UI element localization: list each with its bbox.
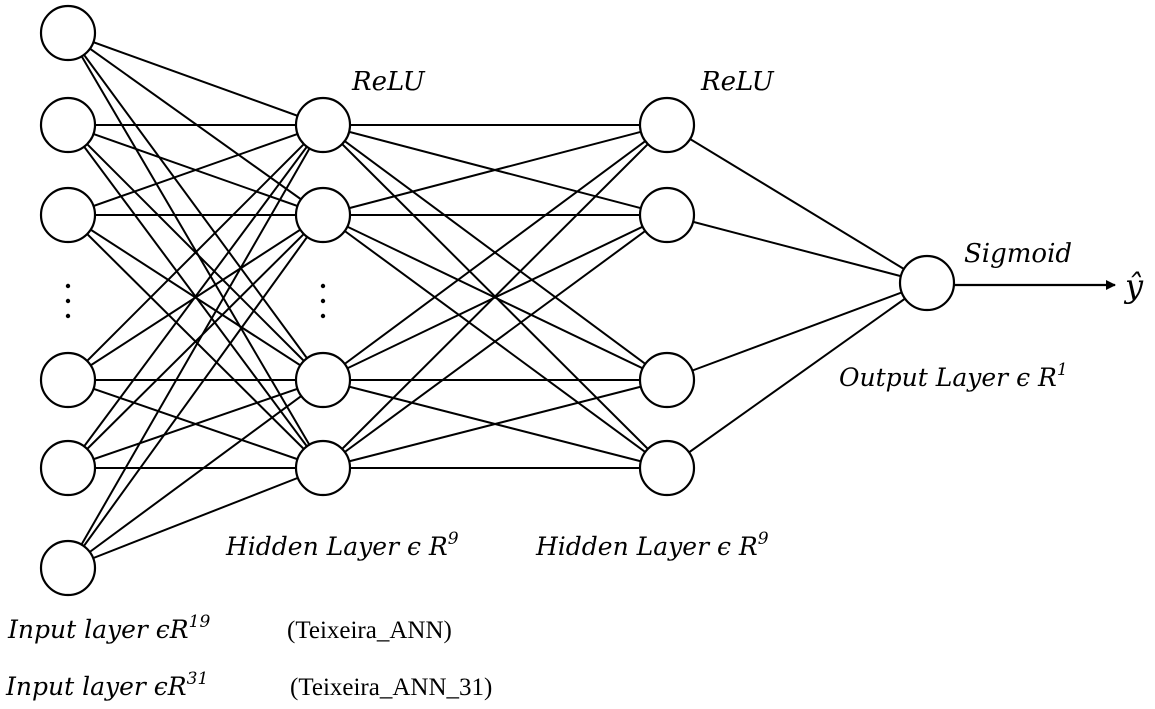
hidden2-activation-label: ReLU [700, 67, 775, 97]
hidden1-hidden2-connection [322, 214, 668, 469]
hidden2-output-connection [666, 282, 928, 469]
hidden1-hidden2-connection [322, 379, 668, 469]
output-activation-label: Sigmoid [964, 239, 1072, 269]
input-neuron-6 [39, 539, 97, 597]
input-neuron-5 [39, 439, 97, 497]
hidden-layer-ellipsis [320, 283, 326, 319]
hidden2-output-connection [666, 282, 928, 381]
input-neuron-2 [39, 96, 97, 154]
input-neuron-3 [39, 186, 97, 244]
input-hidden1-connection [67, 32, 324, 126]
hidden1-activation-label: ReLU [351, 67, 426, 97]
input-layer-ellipsis [65, 283, 71, 319]
neurons [39, 4, 956, 597]
hidden1-hidden2-connection [322, 124, 668, 381]
input-layer-label-31: Input layer ϵR31 [5, 669, 208, 701]
output-neuron-1 [898, 254, 956, 312]
hidden1-hidden2-connection [322, 124, 668, 469]
input-hidden1-connection [67, 379, 324, 569]
input-neuron-1 [39, 4, 97, 62]
hidden2-neuron-2 [638, 186, 696, 244]
hidden1-neuron-1 [294, 96, 352, 154]
input-layer-label-19: Input layer ϵR19 [7, 612, 210, 644]
input-hidden1-connection [67, 124, 324, 381]
output-layer-label: Output Layer ϵ R1 [839, 360, 1068, 392]
input-hidden1-connection [67, 214, 324, 469]
hidden2-output-connection [666, 214, 928, 284]
input-neuron-4 [39, 351, 97, 409]
hidden2-layer-label: Hidden Layer ϵ R9 [535, 529, 769, 561]
hidden1-hidden2-connection [322, 124, 668, 216]
input-hidden1-connection [67, 124, 324, 469]
model-name-teixeira-ann-31: (Teixeira_ANN_31) [290, 674, 492, 701]
hidden1-layer-label: Hidden Layer ϵ R9 [225, 529, 459, 561]
hidden1-neuron-3 [294, 351, 352, 409]
model-name-teixeira-ann: (Teixeira_ANN) [287, 617, 452, 644]
hidden1-neuron-4 [294, 439, 352, 497]
input-hidden1-connection [67, 214, 324, 569]
hidden2-neuron-4 [638, 439, 696, 497]
connections [67, 32, 928, 569]
input-hidden1-connection [67, 32, 324, 381]
hidden2-output-connection [666, 124, 928, 284]
input-hidden1-connection [67, 124, 324, 569]
input-hidden1-connection [67, 467, 324, 569]
hidden1-neuron-2 [294, 186, 352, 244]
input-hidden1-connection [67, 379, 324, 469]
output-symbol: ŷ [1123, 267, 1144, 305]
input-hidden1-connection [67, 32, 324, 469]
hidden2-neuron-3 [638, 351, 696, 409]
hidden2-neuron-1 [638, 96, 696, 154]
input-hidden1-connection [67, 124, 324, 216]
